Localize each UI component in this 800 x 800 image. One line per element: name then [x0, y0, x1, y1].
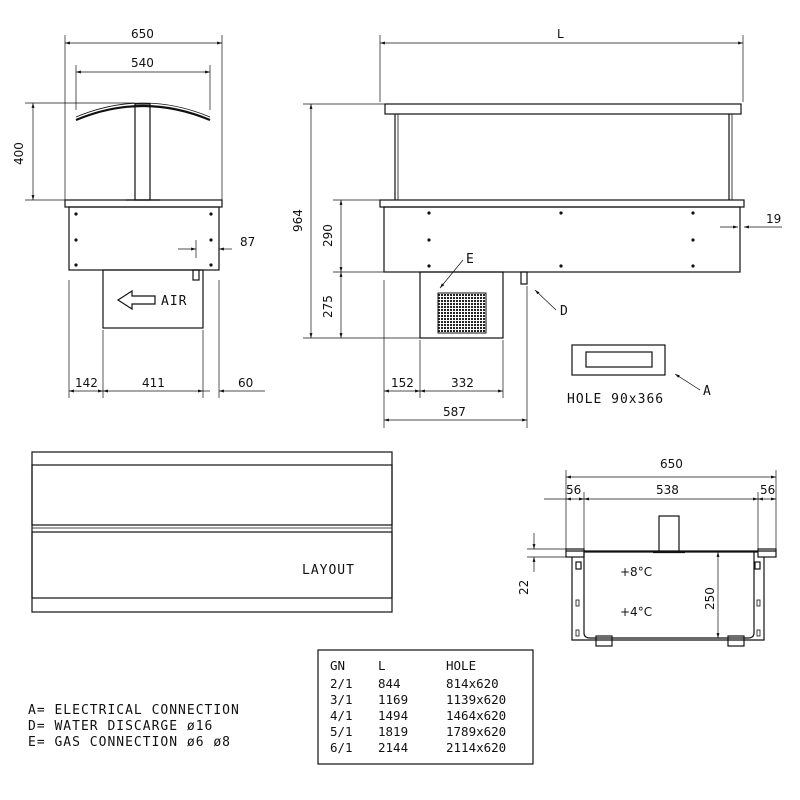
- front-unit: [102, 269, 204, 329]
- marker-e: E: [466, 252, 475, 267]
- table-cell: 1819: [378, 724, 408, 739]
- side-view: E D L 964 290 275 19 152 332: [291, 27, 782, 428]
- front-view: AIR 650 540 400 87 142 411 60: [12, 27, 265, 398]
- section-tub: [583, 552, 755, 639]
- dim-side-bottom-left: 152: [391, 376, 414, 390]
- canopy-glass: [75, 104, 211, 122]
- table-cell: 2144: [378, 740, 408, 755]
- legend-item: D= WATER DISCARGE ø16: [28, 719, 213, 734]
- layout-upper: [31, 464, 393, 526]
- section-post: [658, 515, 680, 553]
- table-cell: 1494: [378, 708, 408, 723]
- legend: A= ELECTRICAL CONNECTION D= WATER DISCAR…: [28, 703, 240, 750]
- dim-front-bottom-mid: 411: [142, 376, 165, 390]
- legend-item: E= GAS CONNECTION ø6 ø8: [28, 735, 231, 750]
- dim-side-bottom-unit: 332: [451, 376, 474, 390]
- dim-section-width: 650: [660, 457, 683, 471]
- side-unit: [419, 271, 504, 339]
- dim-front-width: 650: [131, 27, 154, 41]
- table-cell: 6/1: [330, 740, 353, 755]
- legend-item: A= ELECTRICAL CONNECTION: [28, 703, 240, 718]
- dim-front-side: 87: [240, 235, 255, 249]
- size-table: GN L HOLE 2/1 844 814x620 3/1 1169 1139x…: [317, 649, 534, 765]
- hole-detail: A HOLE 90x366: [567, 344, 712, 407]
- table-header-hole: HOLE: [446, 658, 476, 673]
- dim-section-mid: 538: [656, 483, 679, 497]
- side-canopy: [384, 103, 742, 115]
- air-label: AIR: [161, 294, 187, 309]
- canopy-post: [134, 103, 151, 201]
- table-cell: 814x620: [446, 676, 499, 691]
- dim-side-tub-height: 290: [321, 224, 335, 247]
- temp-high: +8°C: [620, 565, 652, 579]
- layout-view: LAYOUT: [31, 451, 393, 613]
- dim-front-bottom-left: 142: [75, 376, 98, 390]
- temp-low: +4°C: [620, 605, 652, 619]
- table-cell: 4/1: [330, 708, 353, 723]
- table-cell: 844: [378, 676, 401, 691]
- dim-section-left: 56: [566, 483, 581, 497]
- hole-label: HOLE 90x366: [567, 392, 664, 407]
- front-body: [68, 206, 220, 271]
- marker-a: A: [703, 384, 712, 399]
- hole-outer: [571, 344, 666, 376]
- table-cell: 1139x620: [446, 692, 506, 707]
- dim-section-right: 56: [760, 483, 775, 497]
- table-cell: 1169: [378, 692, 408, 707]
- dim-section-rim: 22: [517, 580, 531, 595]
- table-cell: 3/1: [330, 692, 353, 707]
- dim-front-canopy-height: 400: [12, 142, 26, 165]
- side-rim: [379, 199, 745, 208]
- table-cell: 5/1: [330, 724, 353, 739]
- layout-label: LAYOUT: [302, 563, 355, 578]
- dim-front-bottom-right: 60: [238, 376, 253, 390]
- table-cell: 2114x620: [446, 740, 506, 755]
- hole-inner: [585, 351, 653, 368]
- grille: [437, 292, 487, 334]
- dim-side-unit-height: 275: [321, 295, 335, 318]
- dim-side-right-offset: 19: [766, 212, 781, 226]
- dim-side-bottom-total: 587: [443, 405, 466, 419]
- front-rim: [64, 199, 223, 208]
- table-cell: 2/1: [330, 676, 353, 691]
- dim-front-canopy: 540: [131, 56, 154, 70]
- table-frame: [317, 649, 534, 765]
- layout-lower: [31, 531, 393, 599]
- marker-d: D: [560, 304, 569, 319]
- dim-side-length: L: [557, 27, 564, 41]
- table-header-l: L: [378, 658, 386, 673]
- side-body: [383, 206, 741, 273]
- table-cell: 1789x620: [446, 724, 506, 739]
- dim-side-total-height: 964: [291, 209, 305, 232]
- dim-section-depth: 250: [703, 587, 717, 610]
- arrow-left-icon: [116, 289, 156, 311]
- section-view: +8°C +4°C 650 56 538 56 22 250: [517, 457, 777, 647]
- table-cell: 1464x620: [446, 708, 506, 723]
- table-header-gn: GN: [330, 658, 345, 673]
